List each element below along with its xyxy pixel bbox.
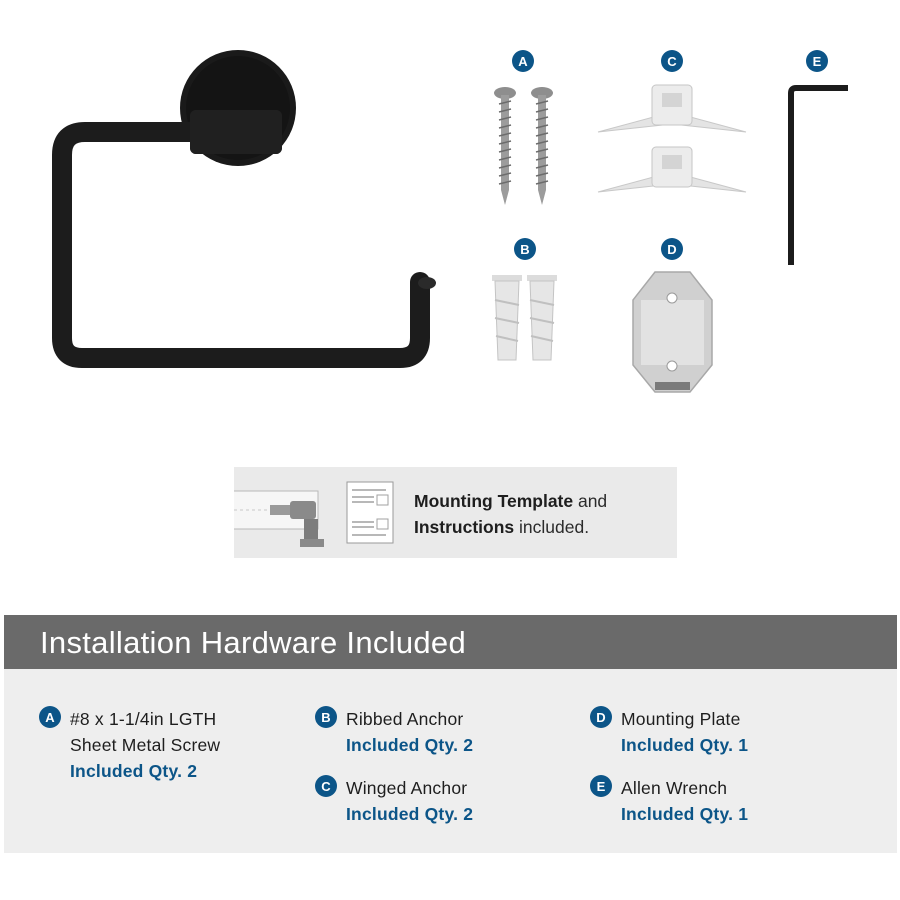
item-name: Ribbed Anchor xyxy=(346,709,464,729)
item-text: Allen Wrench Included Qty. 1 xyxy=(621,775,748,827)
template-caption: Mounting Template and Instructions inclu… xyxy=(414,488,607,540)
item-text: Winged Anchor Included Qty. 2 xyxy=(346,775,473,827)
item-badge-a: A xyxy=(39,706,61,728)
item-text: Ribbed Anchor Included Qty. 2 xyxy=(346,706,473,758)
hardware-list: A #8 x 1-1/4in LGTH Sheet Metal Screw In… xyxy=(4,669,897,853)
item-text: #8 x 1-1/4in LGTH Sheet Metal Screw Incl… xyxy=(70,706,220,784)
item-badge-d: D xyxy=(590,706,612,728)
item-qty: Included Qty. 1 xyxy=(621,804,749,824)
illustration-canvas xyxy=(52,50,848,393)
ribbed-anchor-illustration xyxy=(492,275,557,361)
hardware-title: Installation Hardware Included xyxy=(40,625,467,660)
badge-c: C xyxy=(661,50,683,72)
mounting-plate-illustration xyxy=(632,271,713,393)
badge-a: A xyxy=(512,50,534,72)
badge-b: B xyxy=(514,238,536,260)
screw-illustration xyxy=(494,87,553,205)
towel-ring-illustration xyxy=(52,50,436,368)
item-badge-b: B xyxy=(315,706,337,728)
item-name-line2: Sheet Metal Screw xyxy=(70,735,221,755)
item-badge-c: C xyxy=(315,775,337,797)
allen-wrench-illustration xyxy=(788,85,848,265)
item-badge-e: E xyxy=(590,775,612,797)
drill-template-icon xyxy=(234,481,394,547)
item-text: Mounting Plate Included Qty. 1 xyxy=(621,706,748,758)
product-illustrations: A C E B D xyxy=(52,50,848,393)
item-qty: Included Qty. 2 xyxy=(346,735,474,755)
template-bold-label: Mounting Template xyxy=(414,491,574,511)
instructions-bold-label: Instructions xyxy=(414,517,515,537)
instructions-suffix: included. xyxy=(514,517,590,537)
item-qty: Included Qty. 1 xyxy=(621,735,749,755)
item-name: Winged Anchor xyxy=(346,778,468,798)
item-name: #8 x 1-1/4in LGTH xyxy=(70,709,217,729)
template-banner: Mounting Template and Instructions inclu… xyxy=(234,467,677,558)
template-connector: and xyxy=(573,491,608,511)
item-name: Mounting Plate xyxy=(621,709,741,729)
item-name: Allen Wrench xyxy=(621,778,728,798)
winged-anchor-illustration xyxy=(597,84,747,193)
item-qty: Included Qty. 2 xyxy=(346,804,474,824)
item-qty: Included Qty. 2 xyxy=(70,761,198,781)
badge-e: E xyxy=(806,50,828,72)
hardware-header: Installation Hardware Included xyxy=(4,615,897,669)
badge-d: D xyxy=(661,238,683,260)
